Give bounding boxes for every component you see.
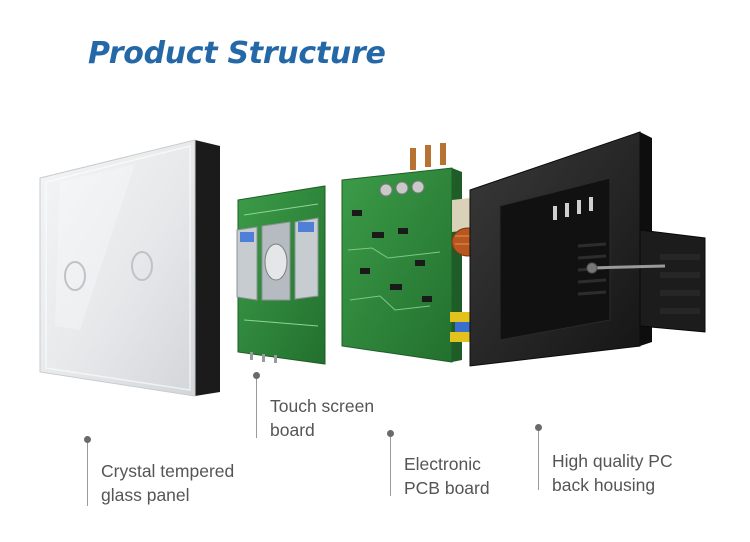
pointer-dot-housing: [535, 424, 542, 431]
label-pcb-board-line2: PCB board: [404, 478, 490, 498]
label-pcb-board: Electronic PCB board: [404, 452, 490, 500]
pointer-line-pcb: [390, 434, 391, 496]
pointer-line-housing: [538, 428, 539, 490]
label-glass-panel-line2: glass panel: [101, 485, 190, 505]
label-glass-panel-line1: Crystal tempered: [101, 461, 235, 481]
pointer-line-touch: [256, 376, 257, 438]
label-back-housing: High quality PC back housing: [552, 449, 673, 497]
electronic-pcb-board: [341, 143, 493, 363]
label-back-housing-line1: High quality PC: [552, 451, 673, 471]
pointer-line-glass: [87, 440, 88, 506]
pointer-dot-touch: [253, 372, 260, 379]
touch-screen-board: [236, 185, 326, 365]
label-touch-board: Touch screen board: [270, 394, 374, 442]
touch-button-1-icon: [64, 261, 86, 291]
touch-button-2-icon: [131, 251, 153, 281]
glass-panel: [39, 139, 220, 397]
label-glass-panel: Crystal tempered glass panel: [101, 459, 234, 507]
pointer-dot-pcb: [387, 430, 394, 437]
page-title: Product Structure: [88, 36, 386, 71]
pc-back-housing: [469, 131, 706, 367]
label-back-housing-line2: back housing: [552, 475, 656, 495]
label-touch-board-line1: Touch screen: [270, 396, 375, 416]
label-touch-board-line2: board: [270, 420, 315, 440]
pointer-dot-glass: [84, 436, 91, 443]
label-pcb-board-line1: Electronic: [404, 454, 481, 474]
